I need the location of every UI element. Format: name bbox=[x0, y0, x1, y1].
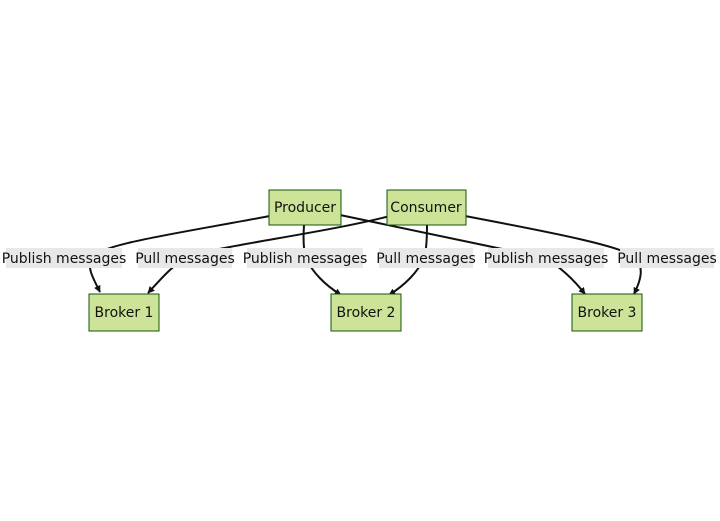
edge-label-producer-broker2: Publish messages bbox=[243, 248, 368, 268]
edge-label-text: Pull messages bbox=[135, 251, 235, 267]
edge-label-background bbox=[488, 248, 604, 268]
node-broker-3-label: Broker 3 bbox=[578, 305, 637, 321]
edge-label-background bbox=[379, 248, 473, 268]
edge-label-text: Publish messages bbox=[243, 251, 368, 267]
node-broker-1-box bbox=[88, 293, 160, 332]
edge-label-consumer-broker2: Pull messages bbox=[376, 248, 476, 268]
node-producer-label: Producer bbox=[274, 200, 336, 216]
edge-label-background bbox=[620, 248, 714, 268]
edge-label-text: Publish messages bbox=[2, 251, 127, 267]
node-broker-1-label: Broker 1 bbox=[95, 305, 154, 321]
edge-label-text: Pull messages bbox=[376, 251, 476, 267]
node-producer[interactable]: Producer bbox=[268, 189, 342, 226]
node-consumer-label: Consumer bbox=[390, 200, 462, 216]
edge-label-background bbox=[6, 248, 122, 268]
edge-label-producer-broker3: Publish messages bbox=[484, 248, 609, 268]
node-broker-3[interactable]: Broker 3 bbox=[571, 293, 643, 332]
edge-labels: Publish messages Pull messages Publish m… bbox=[2, 248, 717, 268]
node-consumer[interactable]: Consumer bbox=[386, 189, 467, 226]
nodes: Producer Consumer Broker 1 Broker 2 Brok… bbox=[88, 189, 643, 332]
node-broker-3-box bbox=[571, 293, 643, 332]
node-broker-2-box bbox=[330, 293, 402, 332]
node-broker-1[interactable]: Broker 1 bbox=[88, 293, 160, 332]
node-consumer-box bbox=[386, 189, 467, 226]
edge-label-producer-broker1: Publish messages bbox=[2, 248, 127, 268]
edge-label-text: Pull messages bbox=[617, 251, 717, 267]
node-broker-2[interactable]: Broker 2 bbox=[330, 293, 402, 332]
edge-label-background bbox=[247, 248, 363, 268]
edge-label-text: Publish messages bbox=[484, 251, 609, 267]
node-broker-2-label: Broker 2 bbox=[337, 305, 396, 321]
edge-label-background bbox=[138, 248, 232, 268]
node-producer-box bbox=[268, 189, 342, 226]
edge-label-consumer-broker3: Pull messages bbox=[617, 248, 717, 268]
edge-label-consumer-broker1: Pull messages bbox=[135, 248, 235, 268]
